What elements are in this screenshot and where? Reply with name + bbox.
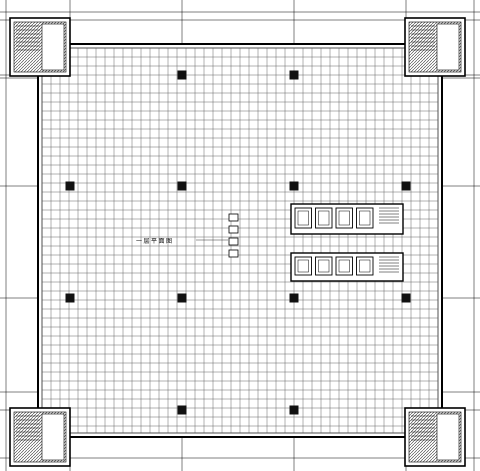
structural-column [289,405,299,415]
structural-column [65,181,75,191]
structural-column [177,293,187,303]
structural-column [177,405,187,415]
structural-column [65,293,75,303]
elevator-bank [290,252,404,282]
structural-column [177,70,187,80]
structural-column [289,293,299,303]
elevator-car [356,256,374,276]
stair-core [404,407,466,467]
floor-tile-grid [41,47,439,433]
room-label: 一层平面图 [136,238,174,245]
stair-core [404,17,466,77]
structural-columns [65,70,411,415]
stair-core [9,407,71,467]
elevator-car [356,207,374,229]
corner-stair-cores [9,17,466,467]
elevator-car [294,256,312,276]
structural-column [401,293,411,303]
elevator-core [290,203,404,282]
structural-column [177,181,187,191]
elevator-car [335,256,353,276]
center-shaft-blocks [228,213,239,258]
elevator-car [294,207,312,229]
stair-core [9,17,71,77]
structural-column [289,181,299,191]
elevator-car [315,256,333,276]
structural-column [401,181,411,191]
structural-column [289,70,299,80]
elevator-car [335,207,353,229]
elevator-bank [290,203,404,235]
elevator-car [315,207,333,229]
floor-slab-outline [37,43,443,438]
